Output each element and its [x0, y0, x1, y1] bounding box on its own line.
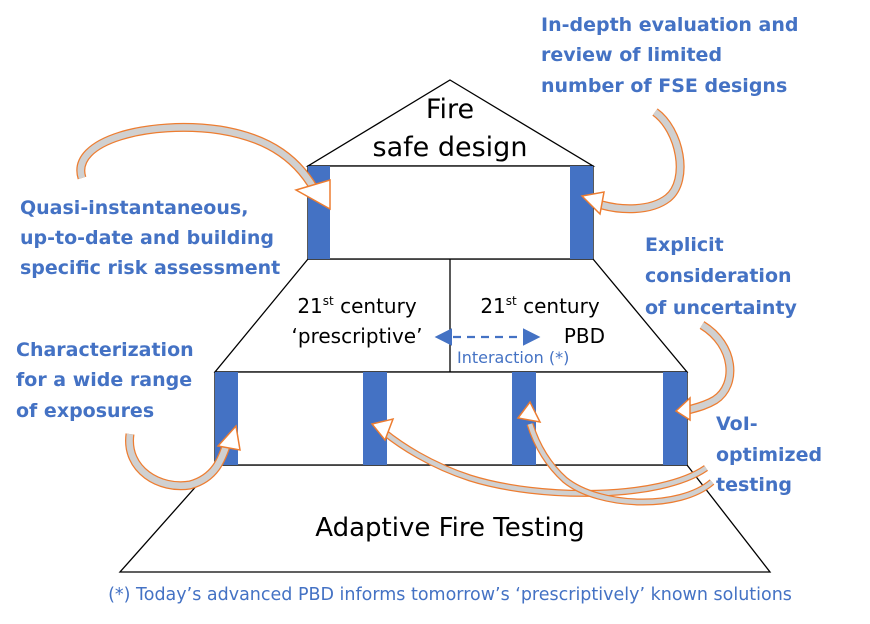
annotation-top-right-line2: review of limited — [541, 44, 722, 66]
annotation-right-lower-line2: optimized — [716, 444, 822, 466]
curved-arrows — [76, 108, 735, 506]
roof-title-line1: Fire — [426, 94, 474, 125]
arrowhead-top-right — [580, 191, 605, 216]
upper-right-pillar — [570, 166, 593, 259]
annotation-left-upper: Quasi-instantaneous, up-to-date and buil… — [20, 197, 280, 279]
arrowhead-voi-pillar-2 — [370, 417, 395, 442]
annotation-right-middle-line2: consideration — [645, 265, 792, 287]
arrowhead-left-upper — [294, 178, 331, 211]
annotation-right-middle-line3: of uncertainty — [645, 297, 798, 319]
arrowhead-right-middle — [674, 396, 691, 422]
interaction-label: Interaction (*) — [457, 348, 569, 367]
annotation-right-middle: Explicit consideration of uncertainty — [645, 234, 798, 319]
middle-left-line1: 21st century — [297, 294, 416, 318]
annotation-left-lower-line2: for a wide range — [16, 369, 192, 391]
lower-floor-box — [214, 371, 688, 466]
middle-trapezoid — [213, 258, 689, 373]
annotation-left-lower: Characterization for a wide range of exp… — [16, 339, 194, 422]
middle-right-line2: PBD — [564, 324, 605, 348]
annotation-left-lower-line3: of exposures — [16, 400, 154, 422]
arrowhead-left-lower — [216, 424, 241, 451]
annotation-top-right-line3: number of FSE designs — [541, 75, 787, 97]
annotation-top-right-line1: In-depth evaluation and — [541, 14, 798, 36]
annotation-right-lower-line3: testing — [716, 474, 792, 496]
annotation-right-middle-line1: Explicit — [645, 234, 724, 256]
annotation-top-right: In-depth evaluation and review of limite… — [541, 14, 798, 97]
upper-floor-box — [307, 165, 594, 260]
annotation-left-upper-line2: up-to-date and building — [20, 227, 274, 249]
arrowhead-voi-pillar-3 — [516, 400, 542, 424]
annotation-left-upper-line1: Quasi-instantaneous, — [20, 197, 248, 219]
curved-arrow-right-middle — [686, 321, 735, 415]
middle-left-line2: ‘prescriptive’ — [292, 324, 423, 348]
middle-right-line1: 21st century — [480, 294, 599, 318]
annotation-right-lower-line1: VoI- — [716, 413, 758, 435]
roof-title-line2: safe design — [373, 132, 528, 163]
footnote: (*) Today’s advanced PBD informs tomorro… — [108, 585, 792, 605]
lower-pillar-4 — [663, 372, 687, 465]
annotation-left-lower-line1: Characterization — [16, 339, 194, 361]
lower-pillar-2 — [363, 372, 387, 465]
annotation-left-upper-line3: specific risk assessment — [20, 257, 280, 279]
annotation-right-lower: VoI- optimized testing — [716, 413, 822, 496]
foundation-title: Adaptive Fire Testing — [315, 513, 584, 543]
